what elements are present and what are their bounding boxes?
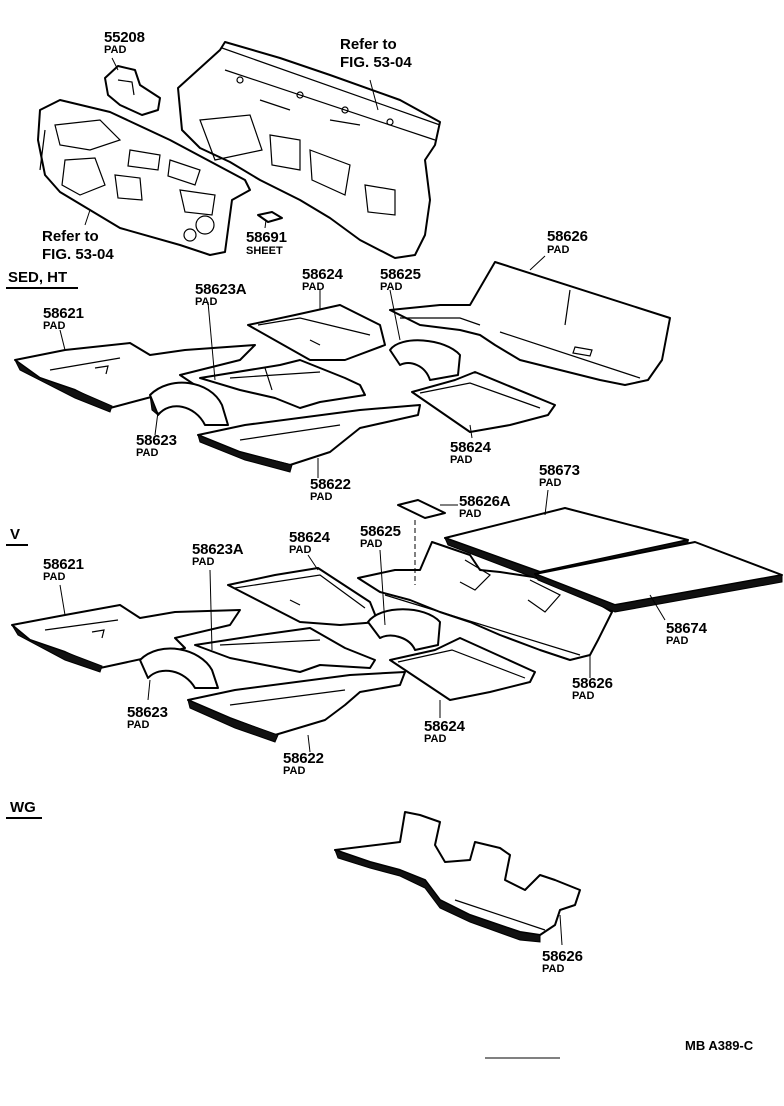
part-desc-58624: PAD	[302, 281, 325, 293]
refer-to-fig-label-left: Refer to FIG. 53-04	[42, 228, 114, 264]
part-number-58626a: 58626A	[459, 493, 511, 510]
s2-pad-58626	[357, 541, 613, 661]
part-desc-58622: PAD	[283, 765, 306, 777]
part-number-58626: 58626	[572, 675, 613, 692]
part-number-58623a: 58623A	[192, 541, 244, 558]
s2-pad-58622	[187, 671, 406, 743]
part-desc-58621: PAD	[43, 320, 66, 332]
pad-55208-part	[104, 65, 161, 116]
part-desc-58691: SHEET	[246, 245, 283, 257]
s2-pad-58621	[11, 604, 241, 673]
part-number-58621: 58621	[43, 556, 84, 573]
section-label-sed-ht: SED, HT	[8, 269, 68, 286]
part-number-55208: 55208	[104, 29, 145, 46]
s2-pad-58625	[367, 608, 441, 651]
part-number-58626: 58626	[547, 228, 588, 245]
s2-pad-58624-upper	[227, 567, 379, 626]
part-number-58624: 58624	[450, 439, 491, 456]
part-number-58623: 58623	[136, 432, 177, 449]
section-label-wg: WG	[10, 799, 36, 816]
part-desc-58626: PAD	[547, 244, 570, 256]
part-desc-58623: PAD	[127, 719, 150, 731]
s2-pad-58623	[139, 647, 219, 689]
sheet-58691-part	[257, 211, 283, 223]
s1-pad-58623A	[199, 359, 366, 409]
refer-to-fig-label-top: Refer to FIG. 53-04	[340, 36, 412, 72]
s1-pad-58624-upper	[247, 304, 386, 361]
s3-pad-58626	[334, 811, 581, 943]
part-desc-58623a: PAD	[195, 296, 218, 308]
part-number-58625: 58625	[380, 266, 421, 283]
part-desc-58674: PAD	[666, 635, 689, 647]
part-number-58626: 58626	[542, 948, 583, 965]
part-desc-58624: PAD	[424, 733, 447, 745]
part-desc-58624: PAD	[289, 544, 312, 556]
part-desc-58673: PAD	[539, 477, 562, 489]
part-desc-58626a: PAD	[459, 508, 482, 520]
part-number-58622: 58622	[310, 476, 351, 493]
part-number-58625: 58625	[360, 523, 401, 540]
part-desc-58626: PAD	[572, 690, 595, 702]
part-number-58623a: 58623A	[195, 281, 247, 298]
part-number-58624: 58624	[424, 718, 465, 735]
refer-line2: FIG. 53-04	[42, 246, 114, 263]
part-desc-58623a: PAD	[192, 556, 215, 568]
part-number-58621: 58621	[43, 305, 84, 322]
s1-pad-58623	[149, 381, 229, 426]
part-desc-58622: PAD	[310, 491, 333, 503]
s2-pad-58623A	[194, 627, 376, 673]
refer-line1: Refer to	[42, 228, 99, 245]
part-number-58624: 58624	[302, 266, 343, 283]
part-number-58622: 58622	[283, 750, 324, 767]
part-number-58673: 58673	[539, 462, 580, 479]
s1-pad-58624-lower	[411, 371, 556, 433]
refer-line1: Refer to	[340, 36, 397, 53]
s2-pad-58624-lower	[389, 637, 536, 701]
part-number-58674: 58674	[666, 620, 707, 637]
part-number-58691: 58691	[246, 229, 287, 246]
part-desc-58626: PAD	[542, 963, 565, 975]
s1-pad-58625	[389, 339, 461, 381]
part-number-58624: 58624	[289, 529, 330, 546]
s2-pad-58626A	[397, 499, 446, 519]
part-desc-55208: PAD	[104, 44, 127, 56]
part-desc-58624: PAD	[450, 454, 473, 466]
refer-line2: FIG. 53-04	[340, 54, 412, 71]
part-desc-58623: PAD	[136, 447, 159, 459]
section-label-v: V	[10, 526, 21, 543]
figure-code: MB A389-C	[685, 1038, 754, 1053]
s1-pad-58622	[197, 404, 421, 473]
s2-pad-58674	[533, 541, 783, 613]
part-desc-58621: PAD	[43, 571, 66, 583]
part-desc-58625: PAD	[360, 538, 383, 550]
s1-pad-58621	[14, 342, 256, 413]
s1-pad-58626	[389, 261, 671, 386]
dash-panel-left-part	[37, 99, 251, 256]
part-desc-58625: PAD	[380, 281, 403, 293]
part-number-58623: 58623	[127, 704, 168, 721]
